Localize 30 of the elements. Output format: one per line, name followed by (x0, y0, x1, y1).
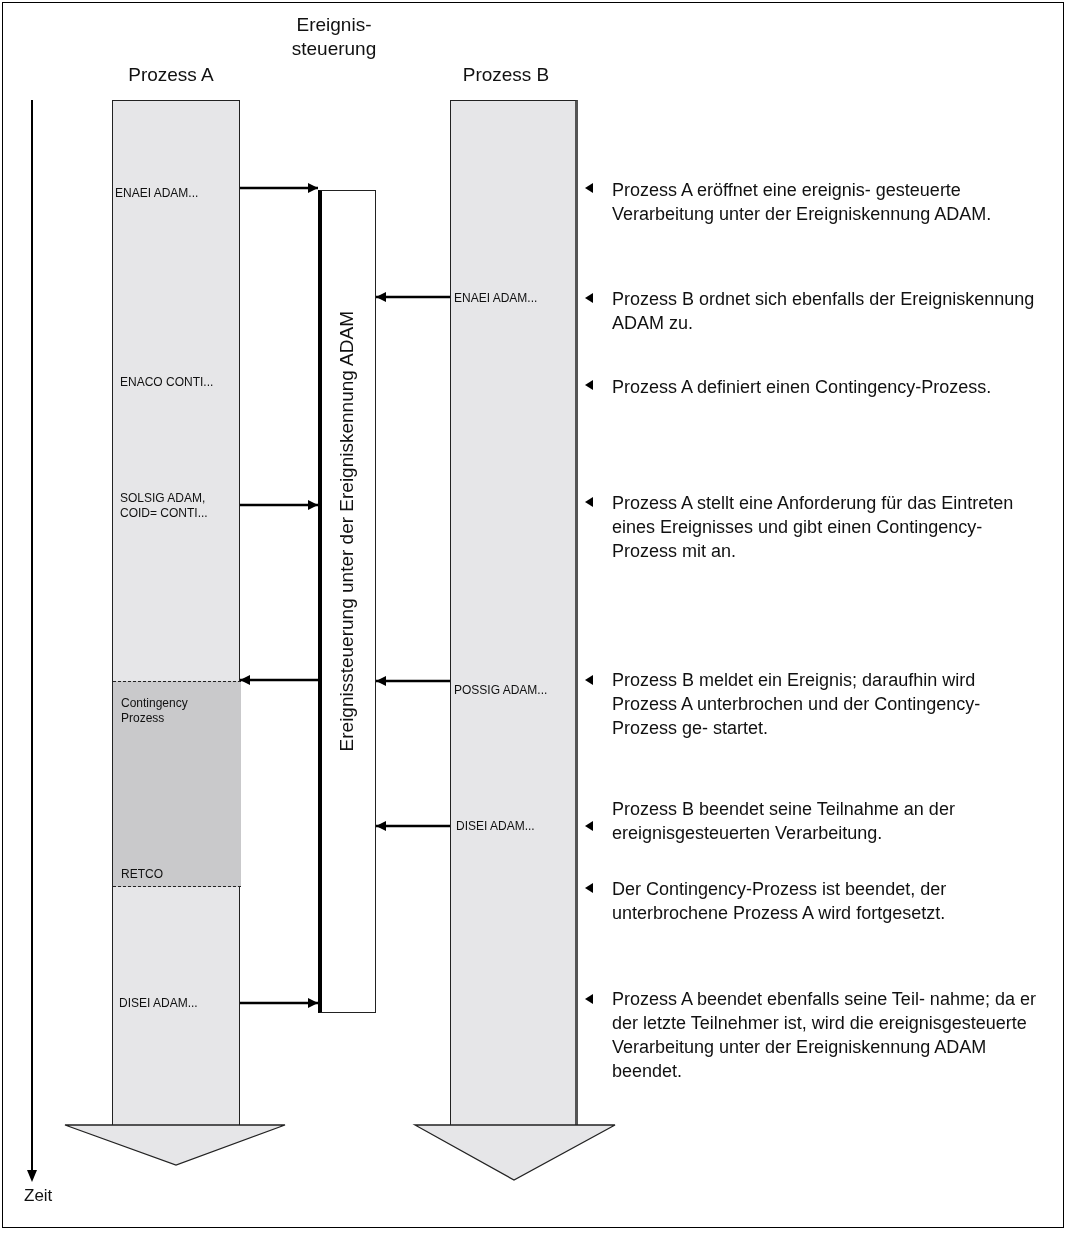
lane-heading: Prozess B (461, 63, 551, 87)
command-label: DISEI ADAM... (113, 996, 241, 1011)
description-text: Prozess B meldet ein Ereignis; daraufhin wird Prozess A unterbrochen und der Contingency-Prozess ge- startet. (612, 669, 982, 740)
arrow (376, 292, 450, 302)
description-text: Der Contingency-Prozess ist beendet, der unterbrochene Prozess A wird fortgesetzt. (612, 878, 948, 925)
arrow (376, 676, 450, 686)
description-text: Prozess B beendet seine Teilnahme an der ereignisgesteuerten Verarbeitung. (612, 798, 956, 845)
arrow (240, 675, 318, 685)
column-heading: Ereignis- steuerung (290, 13, 378, 61)
command-label: DISEI ADAM... (451, 819, 579, 834)
command-label: ENACO CONTI... (113, 375, 241, 390)
command-label: SOLSIG ADAM, COID= CONTI... (113, 491, 223, 521)
vertical-label: Ereignissteuerung unter der Ereigniskennung ADAM (336, 311, 358, 752)
arrow (240, 998, 318, 1008)
description-text: Prozess A eröffnet eine ereignis- gesteuerte Verarbeitung unter der Ereigniskennung ADAM. (612, 179, 993, 226)
command-label: RETCO (121, 867, 163, 882)
axis-label: Zeit (24, 1186, 53, 1206)
region-label: Contingency Prozess (121, 696, 189, 726)
command-label: ENAEI ADAM... (451, 291, 579, 306)
contingency-region (113, 681, 241, 887)
arrow (240, 500, 318, 510)
lane-heading: Prozess A (127, 63, 215, 87)
command-label: POSSIG ADAM... (451, 683, 579, 698)
arrow (376, 821, 450, 831)
arrow (240, 183, 318, 193)
command-label: ENAEI ADAM... (113, 186, 241, 201)
description-text: Prozess A definiert einen Contingency-Prozess. (612, 376, 993, 399)
description-text: Prozess A beendet ebenfalls seine Teil- nahme; da er der letzte Teilnehmer ist, wird die ereignisgesteuerte Verarbeitung unter der Ereigniskennung ADAM beendet. (612, 988, 1037, 1083)
description-text: Prozess A stellt eine Anforderung für das Eintreten eines Ereignisses und gibt einen Contingency-Prozess mit an. (612, 492, 1015, 563)
description-text: Prozess B ordnet sich ebenfalls der Ereigniskennung ADAM zu. (612, 288, 1036, 335)
